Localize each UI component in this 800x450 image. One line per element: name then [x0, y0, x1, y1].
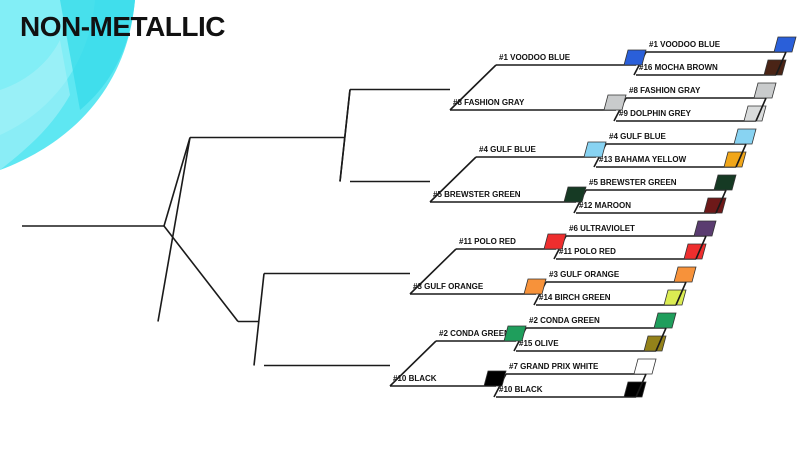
r1-1-voodoo-blue-swatch — [773, 36, 797, 53]
r1-5-brewster-green-label: #5 BREWSTER GREEN — [589, 178, 677, 187]
r1-8-fashion-gray-label: #8 FASHION GRAY — [629, 86, 701, 95]
final-connector-upper — [163, 137, 191, 227]
r1-4-gulf-blue-swatch — [733, 128, 757, 145]
r1-pair-edge — [695, 235, 707, 260]
r2-1-voodoo-blue-label: #1 VOODOO BLUE — [499, 53, 571, 62]
r1-13-bahama-yellow-label: #13 BAHAMA YELLOW — [599, 155, 687, 164]
r1-11-polo-red-swatch — [683, 243, 707, 260]
r1-pair-edge — [675, 281, 687, 306]
r1-12-maroon-label: #12 MAROON — [579, 201, 631, 210]
r1-6-ultraviolet-label: #6 ULTRAVIOLET — [569, 224, 635, 233]
r1-14-birch-green-label: #14 BIRCH GREEN — [539, 293, 611, 302]
r2-11-polo-red-swatch — [543, 233, 567, 250]
r1-15-olive-label: #15 OLIVE — [519, 339, 559, 348]
sf-connector — [253, 273, 265, 366]
r1-7-grand-prix-white-swatch — [633, 358, 657, 375]
r2-3-gulf-orange-swatch — [523, 278, 547, 295]
r1-4-gulf-blue-label: #4 GULF BLUE — [609, 132, 667, 141]
qf-connector — [389, 340, 437, 387]
r2-2-conda-green-swatch — [503, 325, 527, 342]
sf-connector — [339, 89, 351, 182]
r2-4-gulf-blue-swatch — [583, 141, 607, 158]
r2-1-voodoo-blue-swatch — [623, 49, 647, 66]
r1-pair-edge — [635, 373, 647, 398]
r1-pair-edge — [715, 189, 727, 214]
r1-pair-edge — [775, 51, 787, 76]
r1-13-bahama-yellow-swatch — [723, 151, 747, 168]
r1-1-voodoo-blue-label: #1 VOODOO BLUE — [649, 40, 721, 49]
r1-8-fashion-gray-swatch — [753, 82, 777, 99]
r1-2-conda-green-label: #2 CONDA GREEN — [529, 316, 600, 325]
r1-12-maroon-swatch — [703, 197, 727, 214]
r2-10-black-swatch — [483, 370, 507, 387]
r1-10-black-label: #10 BLACK — [499, 385, 543, 394]
r2-5-brewster-green-label: #5 BREWSTER GREEN — [433, 190, 521, 199]
final-connector-lower — [163, 225, 239, 322]
final-connector-hidden — [190, 138, 238, 322]
r2-10-black-label: #10 BLACK — [393, 374, 437, 383]
r1-pair-edge — [735, 143, 747, 168]
r1-3-gulf-orange-swatch — [673, 266, 697, 283]
r1-pair-edge — [755, 97, 767, 122]
r1-9-dolphin-grey-label: #9 DOLPHIN GREY — [619, 109, 692, 118]
qf-connector — [409, 248, 457, 295]
r1-5-brewster-green-swatch — [713, 174, 737, 191]
qf-connector — [429, 156, 477, 203]
r1-11-polo-red-label: #11 POLO RED — [559, 247, 616, 256]
r1-3-gulf-orange-label: #3 GULF ORANGE — [549, 270, 620, 279]
r2-4-gulf-blue-label: #4 GULF BLUE — [479, 145, 537, 154]
r1-15-olive-swatch — [643, 335, 667, 352]
r1-9-dolphin-grey-swatch — [743, 105, 767, 122]
r1-16-mocha-brown-label: #16 MOCHA BROWN — [639, 63, 718, 72]
r1-10-black-swatch — [623, 381, 647, 398]
r2-5-brewster-green-swatch — [563, 186, 587, 203]
qf-connector — [449, 64, 497, 111]
r1-14-birch-green-swatch — [663, 289, 687, 306]
r1-16-mocha-brown-swatch — [763, 59, 787, 76]
r1-pair-edge — [655, 327, 667, 352]
r2-2-conda-green-label: #2 CONDA GREEN — [439, 329, 510, 338]
r2-8-fashion-gray-swatch — [603, 94, 627, 111]
r2-8-fashion-gray-label: #8 FASHION GRAY — [453, 98, 525, 107]
page-title: NON-METALLIC — [20, 11, 226, 42]
r2-3-gulf-orange-label: #3 GULF ORANGE — [413, 282, 484, 291]
r1-7-grand-prix-white-label: #7 GRAND PRIX WHITE — [509, 362, 599, 371]
r2-11-polo-red-label: #11 POLO RED — [459, 237, 516, 246]
final-connector — [157, 137, 191, 322]
r1-6-ultraviolet-swatch — [693, 220, 717, 237]
r1-2-conda-green-swatch — [653, 312, 677, 329]
